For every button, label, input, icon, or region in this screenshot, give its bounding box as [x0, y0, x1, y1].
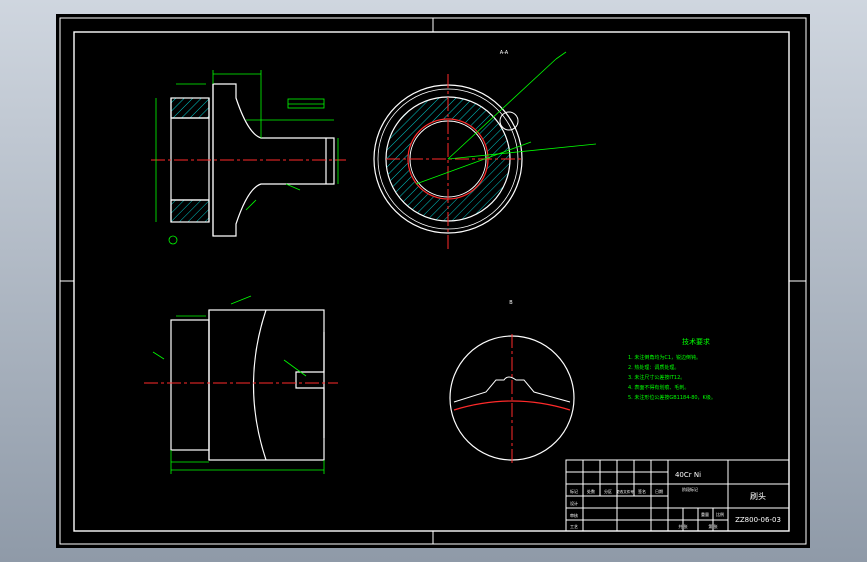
- detail-view: [449, 334, 575, 464]
- title-right-label-2: 重量: [701, 511, 709, 517]
- notes-title: 技术要求: [682, 337, 710, 346]
- circular-view-dimensions: [415, 51, 597, 185]
- title-row-label-1: 标记: [570, 488, 578, 494]
- title-right-label-1: 阶段标记: [682, 486, 698, 492]
- note-line-4: 4. 表面不得有划痕、毛刺。: [628, 384, 689, 391]
- note-line-1: 1. 未注倒角均为C1，锐边倒钝。: [628, 354, 701, 361]
- circular-section-view: [373, 74, 523, 249]
- title-block: [565, 459, 790, 532]
- section-label-bottom: B: [509, 300, 513, 306]
- centering-marks: [60, 18, 806, 544]
- note-line-3: 3. 未注尺寸公差按IT12。: [628, 374, 685, 381]
- title-row-label-2: 处数: [587, 488, 595, 494]
- title-row-label-6: 日期: [655, 488, 663, 494]
- title-left-label-1: 设计: [570, 500, 578, 506]
- section-label-top: A-A: [500, 50, 509, 56]
- title-row-label-5: 签名: [638, 488, 646, 494]
- title-part-name: 刷头: [750, 491, 766, 501]
- front-view-dimensions: [155, 70, 339, 245]
- title-left-label-2: 审核: [570, 512, 578, 518]
- title-right-label-3: 比例: [716, 511, 724, 517]
- outer-border: [59, 17, 807, 545]
- title-left-label-3: 工艺: [570, 524, 578, 529]
- title-right-label-5: 第 张: [708, 523, 717, 529]
- side-view-dimensions: [152, 295, 325, 474]
- note-line-2: 2. 热处理：调质处理。: [628, 364, 679, 371]
- title-right-label-4: 共 张: [678, 523, 687, 529]
- title-material: 40Cr Ni: [675, 471, 701, 479]
- title-row-label-4: 更改文件号: [616, 489, 634, 494]
- title-row-label-3: 分区: [604, 488, 612, 494]
- drawing-canvas: A-A: [59, 17, 807, 545]
- title-drawing-no: ZZ800-06-03: [735, 516, 781, 524]
- drawing-sheet: A-A: [56, 14, 810, 548]
- side-view: [170, 309, 325, 461]
- note-line-5: 5. 未注形位公差按GB1184-80，K级。: [628, 394, 716, 401]
